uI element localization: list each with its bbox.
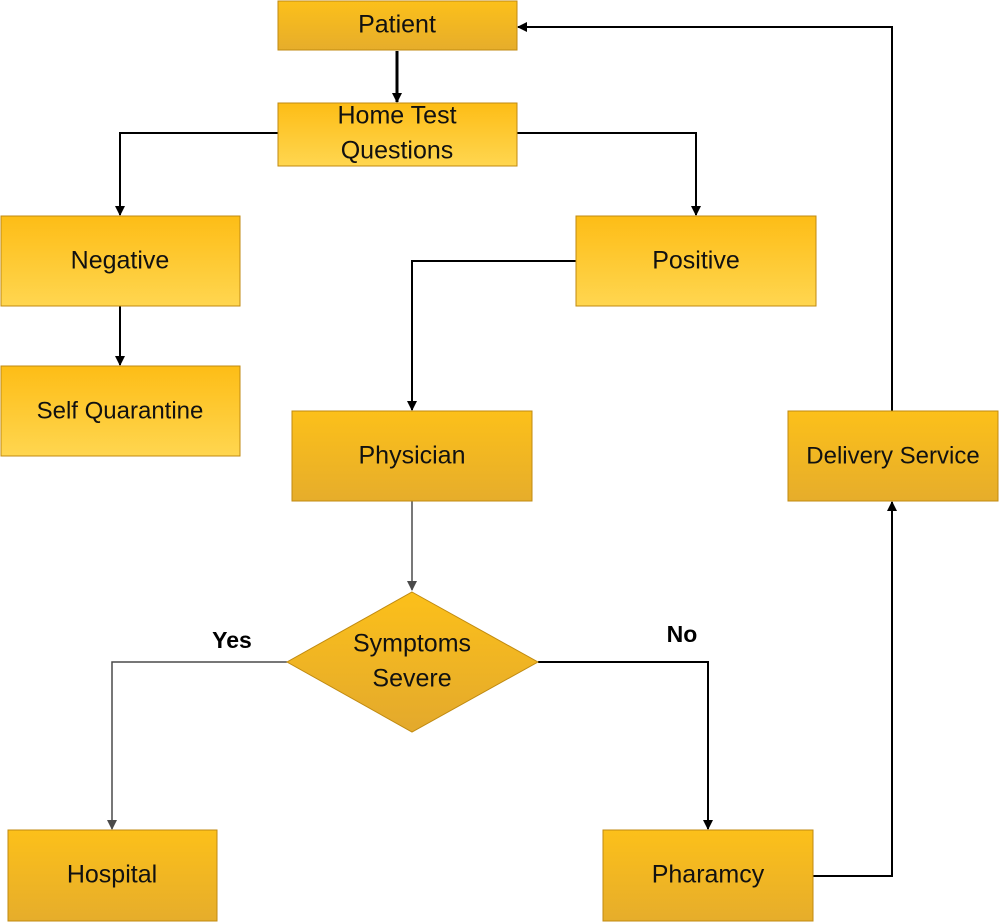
node-self-quarantine-label: Self Quarantine bbox=[37, 397, 204, 424]
node-symptoms-label-line2: Severe bbox=[372, 665, 451, 693]
node-negative: Negative bbox=[0, 215, 241, 307]
node-home-test-questions: Home Test Questions bbox=[277, 102, 518, 167]
node-hospital: Hospital bbox=[7, 829, 218, 922]
node-patient: Patient bbox=[277, 0, 518, 51]
branch-label-yes: Yes bbox=[212, 627, 252, 653]
node-symptoms-severe-decision: Symptoms Severe bbox=[285, 591, 540, 733]
node-delivery-service: Delivery Service bbox=[787, 410, 999, 502]
connector-pharmacy-to-delivery bbox=[813, 501, 897, 877]
branch-label-no: No bbox=[667, 621, 698, 647]
node-patient-label: Patient bbox=[358, 11, 436, 39]
node-negative-label: Negative bbox=[71, 247, 170, 275]
node-pharmacy: Pharamcy bbox=[602, 829, 814, 922]
connector-home-test-to-negative bbox=[115, 132, 278, 216]
node-positive: Positive bbox=[575, 215, 817, 307]
node-self-quarantine: Self Quarantine bbox=[0, 365, 241, 457]
node-positive-label: Positive bbox=[652, 247, 740, 275]
node-delivery-service-label: Delivery Service bbox=[806, 442, 979, 469]
node-symptoms-label-line1: Symptoms bbox=[353, 630, 471, 658]
node-pharmacy-label: Pharamcy bbox=[652, 861, 765, 889]
connector-symptoms-to-pharmacy bbox=[538, 661, 713, 830]
node-hospital-label: Hospital bbox=[67, 861, 157, 889]
node-home-test-label-line1: Home Test bbox=[337, 102, 456, 130]
node-physician-label: Physician bbox=[359, 442, 466, 470]
connector-positive-to-physician bbox=[407, 260, 576, 411]
node-home-test-label-line2: Questions bbox=[341, 137, 454, 165]
connector-home-test-to-positive bbox=[517, 132, 701, 216]
connector-symptoms-to-hospital bbox=[107, 661, 287, 830]
connectors bbox=[107, 22, 897, 877]
node-physician: Physician bbox=[291, 410, 533, 502]
connector-delivery-to-patient bbox=[517, 22, 893, 411]
